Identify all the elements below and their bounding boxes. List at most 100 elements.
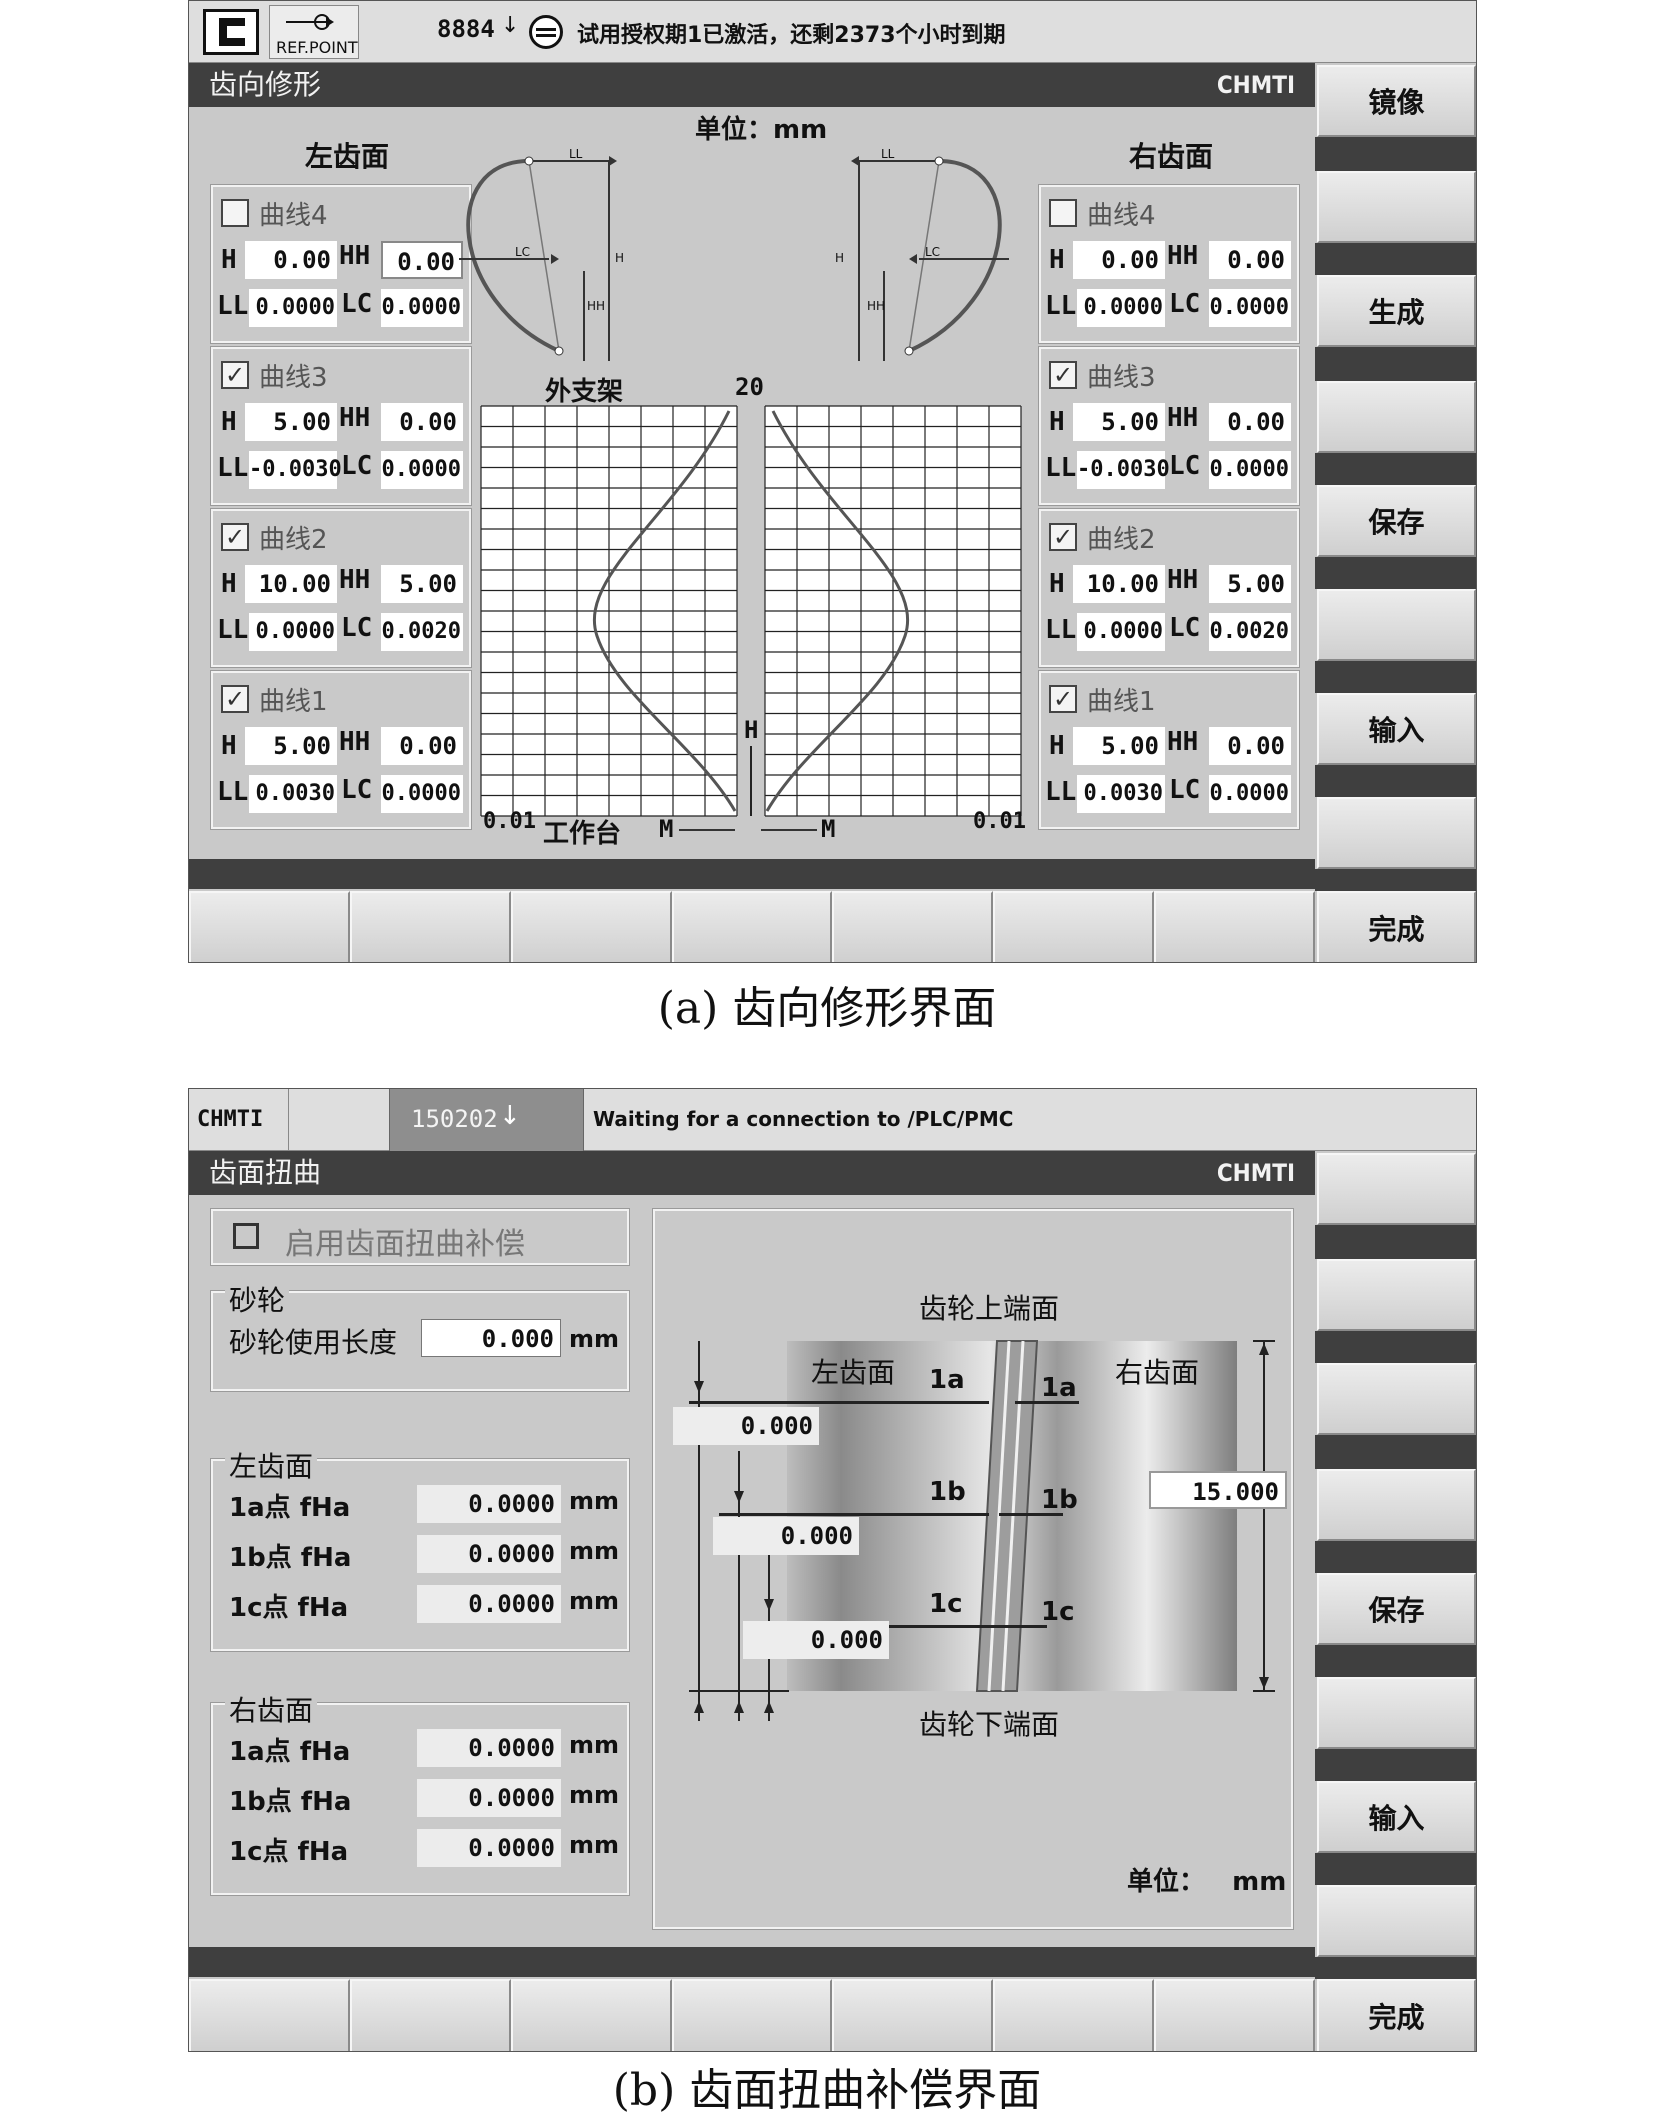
horizontal-softkey[interactable] — [832, 1979, 994, 2051]
curve-checkbox[interactable]: ✓ — [221, 685, 249, 713]
lc-field[interactable]: 0.0020 — [1209, 613, 1291, 651]
h-field[interactable]: 5.00 — [245, 403, 337, 441]
ll-field[interactable]: 0.0000 — [249, 613, 337, 651]
diagram-unit: 单位： mm — [1127, 1867, 1287, 1897]
lc-field[interactable]: 0.0000 — [381, 775, 463, 813]
vertical-softkey-3[interactable]: 生成 — [1317, 275, 1476, 347]
vertical-softkey-7[interactable]: 输入 — [1317, 693, 1476, 765]
vertical-softkey-9[interactable]: 完成 — [1317, 1979, 1476, 2051]
horizontal-softkey[interactable] — [993, 891, 1155, 962]
vertical-softkey-2[interactable] — [1317, 1259, 1476, 1331]
curve-checkbox[interactable]: ✓ — [1049, 685, 1077, 713]
h-field[interactable]: 5.00 — [1073, 403, 1165, 441]
horizontal-softkey[interactable] — [510, 1979, 672, 2051]
point-value-field[interactable]: 0.0000 — [417, 1829, 561, 1867]
left-face-title: 左齿面 — [305, 140, 390, 173]
hh-field[interactable]: 0.00 — [1209, 241, 1291, 279]
horizontal-softkey[interactable] — [671, 1979, 833, 2051]
ll-label: LL — [1045, 453, 1077, 483]
vertical-softkey-2[interactable] — [1317, 171, 1476, 243]
bottom-band — [189, 1947, 1315, 1977]
hh-field[interactable]: 0.00 — [381, 403, 463, 441]
curve-panel — [1038, 670, 1300, 830]
horizontal-softkey[interactable] — [349, 1979, 511, 2051]
point-value-field[interactable]: 0.0000 — [417, 1779, 561, 1817]
point-value-field[interactable]: 0.0000 — [417, 1535, 561, 1573]
horizontal-softkey[interactable] — [993, 1979, 1155, 2051]
curve-label: 曲线4 — [259, 201, 328, 231]
vertical-softkey-3[interactable] — [1317, 1363, 1476, 1435]
lc-field[interactable]: 0.0000 — [381, 289, 463, 327]
lc-field[interactable]: 0.0000 — [381, 451, 463, 489]
ll-field[interactable]: 0.0030 — [249, 775, 337, 813]
ll-field[interactable]: 0.0030 — [1077, 775, 1165, 813]
horizontal-softkey[interactable] — [189, 891, 350, 962]
height-field[interactable]: 15.000 — [1149, 1471, 1287, 1509]
point-value-field[interactable]: 0.0000 — [417, 1585, 561, 1623]
ll-field[interactable]: 0.0000 — [1077, 289, 1165, 327]
vertical-softkey-8[interactable] — [1317, 1885, 1476, 1957]
vertical-softkey-1[interactable] — [1317, 1153, 1476, 1225]
curve-checkbox[interactable] — [1049, 199, 1077, 227]
h-field[interactable]: 5.00 — [245, 727, 337, 765]
vertical-softkey-4[interactable] — [1317, 381, 1476, 453]
curve-checkbox[interactable]: ✓ — [1049, 361, 1077, 389]
diagram-left-face: 左齿面 — [811, 1356, 896, 1389]
curve-label: 曲线4 — [1087, 201, 1156, 231]
hh-field[interactable]: 0.00 — [1209, 727, 1291, 765]
ll-field[interactable]: 0.0000 — [249, 289, 337, 327]
vertical-softkey-8[interactable] — [1317, 797, 1476, 869]
lc-field[interactable]: 0.0020 — [381, 613, 463, 651]
h-field[interactable]: 10.00 — [1073, 565, 1165, 603]
wheel-length-field[interactable]: 0.000 — [421, 1319, 561, 1357]
lc-field[interactable]: 0.0000 — [1209, 775, 1291, 813]
h-field[interactable]: 10.00 — [245, 565, 337, 603]
curve-checkbox[interactable]: ✓ — [221, 361, 249, 389]
horizontal-softkey[interactable] — [1154, 891, 1315, 962]
vertical-softkey-5[interactable]: 保存 — [1317, 1573, 1476, 1645]
horizontal-softkey[interactable] — [189, 1979, 350, 2051]
vertical-softkey-7[interactable]: 输入 — [1317, 1781, 1476, 1853]
wheel-length-unit: mm — [569, 1325, 620, 1353]
ll-field[interactable]: -0.0030 — [249, 451, 342, 489]
ll-field[interactable]: -0.0030 — [1077, 451, 1170, 489]
brand-label: CHMTI — [1216, 1159, 1295, 1187]
lc-field[interactable]: 0.0000 — [1209, 289, 1291, 327]
offset-1b-field[interactable]: 0.000 — [713, 1517, 859, 1555]
h-field[interactable]: 5.00 — [1073, 727, 1165, 765]
h-field[interactable]: 0.00 — [1073, 241, 1165, 279]
point-line-right-seg — [999, 1513, 1063, 1516]
vertical-softkey-9[interactable]: 完成 — [1317, 891, 1476, 962]
vertical-softkey-6[interactable] — [1317, 589, 1476, 661]
hh-field[interactable]: 0.00 — [1209, 403, 1291, 441]
offset-1c-field[interactable]: 0.000 — [743, 1621, 889, 1659]
horizontal-softkey[interactable] — [671, 891, 833, 962]
enable-checkbox[interactable] — [233, 1223, 259, 1249]
vertical-softkey-6[interactable] — [1317, 1677, 1476, 1749]
h-field[interactable]: 0.00 — [245, 241, 337, 279]
horizontal-softkey[interactable] — [832, 891, 994, 962]
ref-point-button[interactable]: REF.POINT — [269, 5, 359, 59]
right-diagram-h: H — [835, 251, 845, 265]
lc-field[interactable]: 0.0000 — [1209, 451, 1291, 489]
hh-field[interactable]: 5.00 — [381, 565, 463, 603]
horizontal-softkey[interactable] — [1154, 1979, 1315, 2051]
curve-checkbox[interactable]: ✓ — [1049, 523, 1077, 551]
point-value-field[interactable]: 0.0000 — [417, 1729, 561, 1767]
ll-field[interactable]: 0.0000 — [1077, 613, 1165, 651]
curve-panel — [1038, 346, 1300, 506]
curve-checkbox[interactable]: ✓ — [221, 523, 249, 551]
hh-field[interactable]: 5.00 — [1209, 565, 1291, 603]
lc-label: LC — [341, 289, 373, 319]
offset-1a-field[interactable]: 0.000 — [673, 1407, 819, 1445]
point-value-field[interactable]: 0.0000 — [417, 1485, 561, 1523]
vertical-softkey-4[interactable] — [1317, 1469, 1476, 1541]
curve-checkbox[interactable] — [221, 199, 249, 227]
vertical-softkey-5[interactable]: 保存 — [1317, 485, 1476, 557]
vertical-softkey-1[interactable]: 镜像 — [1317, 65, 1476, 137]
hh-field[interactable]: 0.00 — [381, 727, 463, 765]
horizontal-softkey[interactable] — [510, 891, 672, 962]
horizontal-softkey[interactable] — [349, 891, 511, 962]
point-label-right: 1c — [1041, 1597, 1075, 1627]
status-message: 试用授权期1已激活，还剩2373个小时到期 — [577, 23, 1006, 48]
